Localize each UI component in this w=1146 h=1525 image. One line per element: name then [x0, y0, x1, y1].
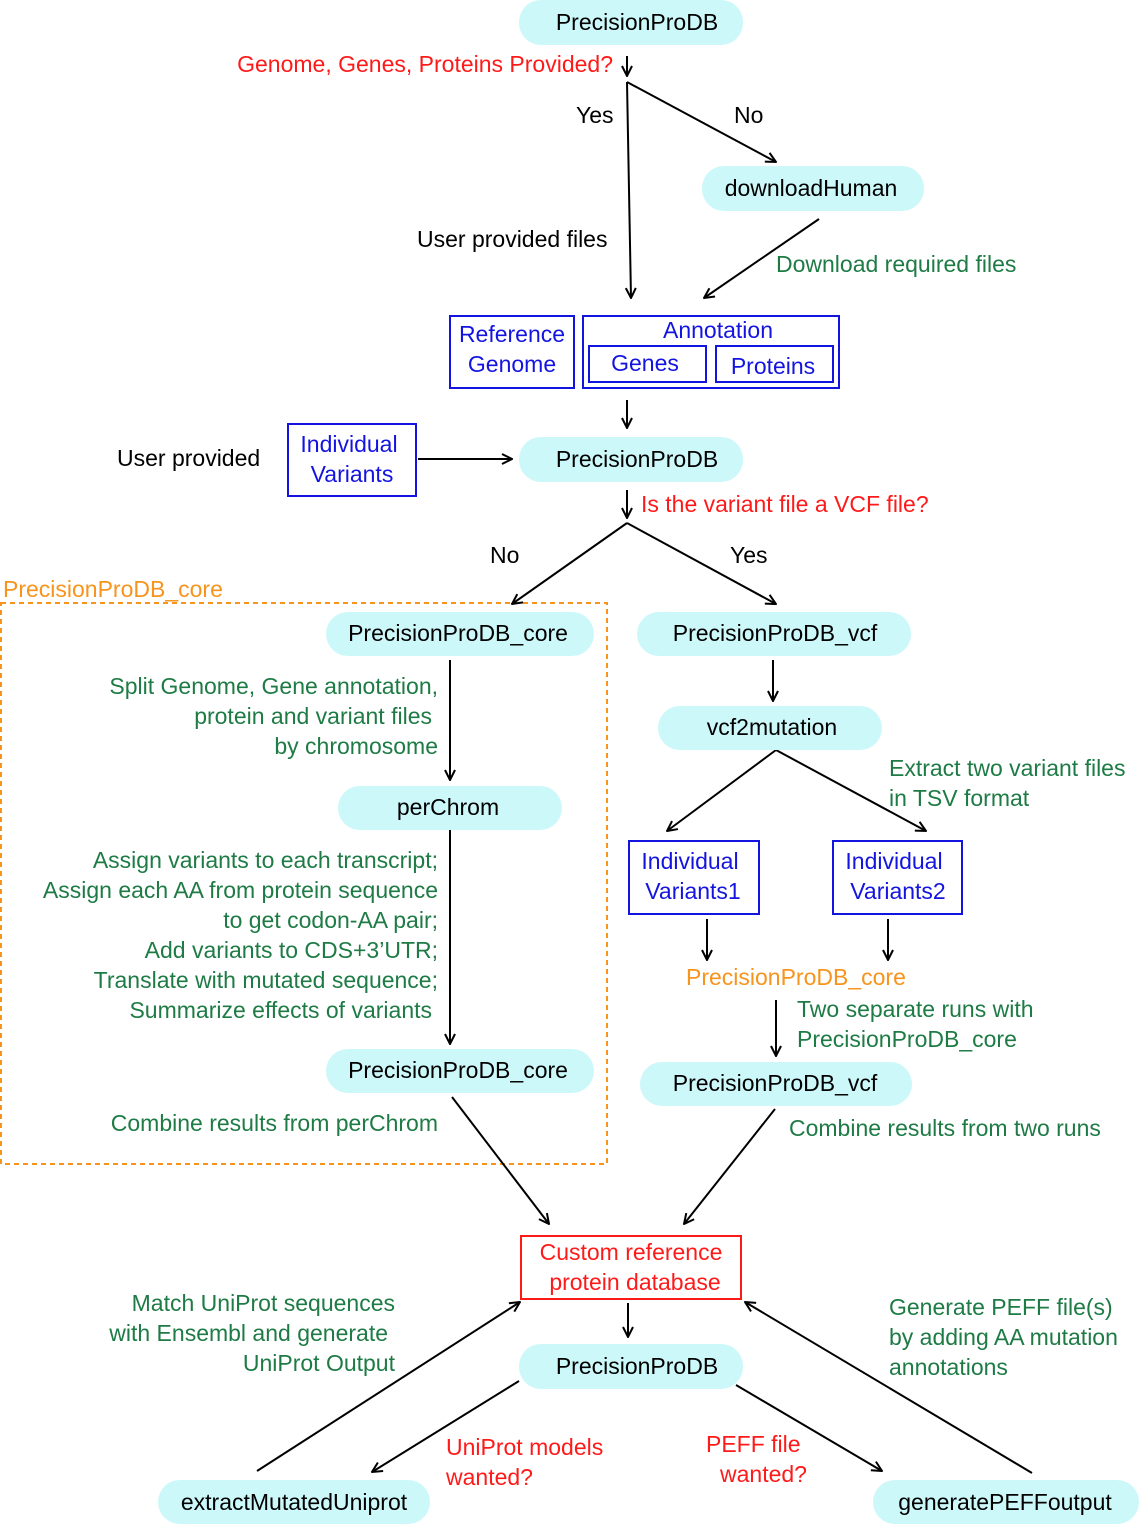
- node-vcf-bottom: PrecisionProDB_vcf: [640, 1062, 912, 1106]
- core-region: [0, 602, 608, 1165]
- question-inputs-provided: Genome, Genes, Proteins Provided?: [237, 51, 613, 77]
- node-precisionprodb-bottom: PrecisionProDB: [519, 1344, 743, 1389]
- svg-text:wanted?: wanted?: [445, 1464, 533, 1490]
- svg-text:Extract two variant files: Extract two variant files: [889, 755, 1125, 781]
- node-download-human: downloadHuman: [702, 166, 924, 211]
- branch-yes-1: Yes: [576, 102, 614, 128]
- svg-text:Match UniProt sequences: Match UniProt sequences: [132, 1290, 395, 1316]
- node-vcf-top: PrecisionProDB_vcf: [637, 612, 911, 656]
- branch-no-2: No: [490, 542, 519, 568]
- svg-text:PrecisionProDB_core: PrecisionProDB_core: [797, 1026, 1017, 1052]
- svg-text:in TSV format: in TSV format: [889, 785, 1030, 811]
- svg-text:extractMutatedUniprot: extractMutatedUniprot: [181, 1489, 408, 1515]
- edges: [256, 56, 1033, 1474]
- node-precisionprodb-top: PrecisionProDB: [519, 0, 743, 45]
- label-download-required: Download required files: [776, 251, 1016, 277]
- svg-text:downloadHuman: downloadHuman: [725, 175, 898, 201]
- label-split-genome: Split Genome, Gene annotation, protein a…: [109, 673, 438, 759]
- svg-text:Variants1: Variants1: [645, 878, 740, 904]
- label-combine-two-runs: Combine results from two runs: [789, 1115, 1101, 1141]
- svg-text:PrecisionProDB_core: PrecisionProDB_core: [348, 1057, 568, 1083]
- svg-text:by adding AA mutation: by adding AA mutation: [889, 1324, 1118, 1350]
- svg-text:Variants: Variants: [311, 461, 394, 487]
- node-vcf2mutation: vcf2mutation: [658, 706, 882, 750]
- label-user-provided-files: User provided files: [417, 226, 607, 252]
- question-peff-wanted: PEFF file wanted?: [706, 1431, 807, 1487]
- svg-text:Genome: Genome: [468, 351, 556, 377]
- svg-text:Add variants to CDS+3’UTR;: Add variants to CDS+3’UTR;: [145, 937, 438, 963]
- svg-text:Individual: Individual: [641, 848, 738, 874]
- svg-text:Generate PEFF file(s): Generate PEFF file(s): [889, 1294, 1113, 1320]
- label-generate-peff: Generate PEFF file(s) by adding AA mutat…: [889, 1294, 1118, 1380]
- label-user-provided: User provided: [117, 445, 260, 471]
- svg-text:Summarize effects of variants: Summarize effects of variants: [129, 997, 432, 1023]
- node-core-bottom: PrecisionProDB_core: [326, 1049, 594, 1093]
- svg-text:PrecisionProDB_core: PrecisionProDB_core: [348, 620, 568, 646]
- svg-text:Two separate runs with: Two separate runs with: [797, 996, 1034, 1022]
- svg-text:PrecisionProDB_vcf: PrecisionProDB_vcf: [673, 1070, 878, 1096]
- box-custom-db: Custom reference protein database: [520, 1235, 742, 1300]
- svg-text:Variants2: Variants2: [850, 878, 945, 904]
- node-precisionprodb-mid: PrecisionProDB: [519, 437, 743, 482]
- label-combine-perchrom: Combine results from perChrom: [111, 1110, 438, 1136]
- svg-text:vcf2mutation: vcf2mutation: [707, 714, 837, 740]
- svg-text:generatePEFFoutput: generatePEFFoutput: [898, 1489, 1112, 1515]
- svg-text:PrecisionProDB: PrecisionProDB: [556, 9, 718, 35]
- label-core-runs: PrecisionProDB_core: [686, 964, 906, 990]
- svg-text:wanted?: wanted?: [719, 1461, 807, 1487]
- svg-text:Split Genome, Gene annotation,: Split Genome, Gene annotation,: [109, 673, 438, 699]
- svg-text:Proteins: Proteins: [731, 353, 815, 379]
- label-match-uniprot: Match UniProt sequences with Ensembl and…: [108, 1290, 395, 1376]
- svg-text:with Ensembl and generate: with Ensembl and generate: [108, 1320, 388, 1346]
- svg-text:protein database: protein database: [549, 1269, 720, 1295]
- label-two-runs: Two separate runs with PrecisionProDB_co…: [797, 996, 1034, 1052]
- node-generate-peff: generatePEFFoutput: [873, 1480, 1139, 1524]
- question-uniprot-wanted: UniProt models wanted?: [445, 1434, 603, 1490]
- svg-text:PrecisionProDB: PrecisionProDB: [556, 1353, 718, 1379]
- svg-text:Reference: Reference: [459, 321, 565, 347]
- branch-no-1: No: [734, 102, 763, 128]
- svg-text:UniProt Output: UniProt Output: [243, 1350, 396, 1376]
- svg-text:by chromosome: by chromosome: [274, 733, 438, 759]
- svg-text:annotations: annotations: [889, 1354, 1008, 1380]
- node-extract-uniprot: extractMutatedUniprot: [158, 1480, 430, 1524]
- svg-text:Individual: Individual: [845, 848, 942, 874]
- svg-text:PrecisionProDB_vcf: PrecisionProDB_vcf: [673, 620, 878, 646]
- svg-text:Custom reference: Custom reference: [540, 1239, 723, 1265]
- svg-text:Annotation: Annotation: [663, 317, 773, 343]
- svg-text:Translate with mutated sequenc: Translate with mutated sequence;: [94, 967, 438, 993]
- node-core-top: PrecisionProDB_core: [326, 612, 594, 656]
- box-individual-variants: Individual Variants: [287, 423, 417, 497]
- box-individual-variants1: Individual Variants1: [628, 840, 760, 915]
- box-individual-variants2: Individual Variants2: [832, 840, 963, 915]
- branch-yes-2: Yes: [730, 542, 768, 568]
- box-proteins: Proteins: [715, 345, 834, 383]
- svg-text:perChrom: perChrom: [397, 794, 499, 820]
- node-perchrom: perChrom: [338, 786, 562, 830]
- box-reference-genome: Reference Genome: [449, 315, 575, 389]
- box-genes: Genes: [588, 345, 707, 383]
- label-assign-steps: Assign variants to each transcript; Assi…: [43, 847, 438, 1023]
- svg-text:to get codon-AA pair;: to get codon-AA pair;: [223, 907, 438, 933]
- svg-text:Individual: Individual: [300, 431, 397, 457]
- label-extract-tsv: Extract two variant files in TSV format: [889, 755, 1125, 811]
- svg-text:PEFF file: PEFF file: [706, 1431, 801, 1457]
- svg-text:PrecisionProDB: PrecisionProDB: [556, 446, 718, 472]
- core-region-title: PrecisionProDB_core: [3, 576, 223, 602]
- svg-text:Assign each AA from protein se: Assign each AA from protein sequence: [43, 877, 438, 903]
- svg-text:Genes: Genes: [611, 350, 679, 376]
- svg-text:UniProt models: UniProt models: [446, 1434, 603, 1460]
- svg-text:protein and variant files: protein and variant files: [194, 703, 432, 729]
- question-is-vcf: Is the variant file a VCF file?: [641, 491, 929, 517]
- svg-text:Assign variants to each transc: Assign variants to each transcript;: [93, 847, 438, 873]
